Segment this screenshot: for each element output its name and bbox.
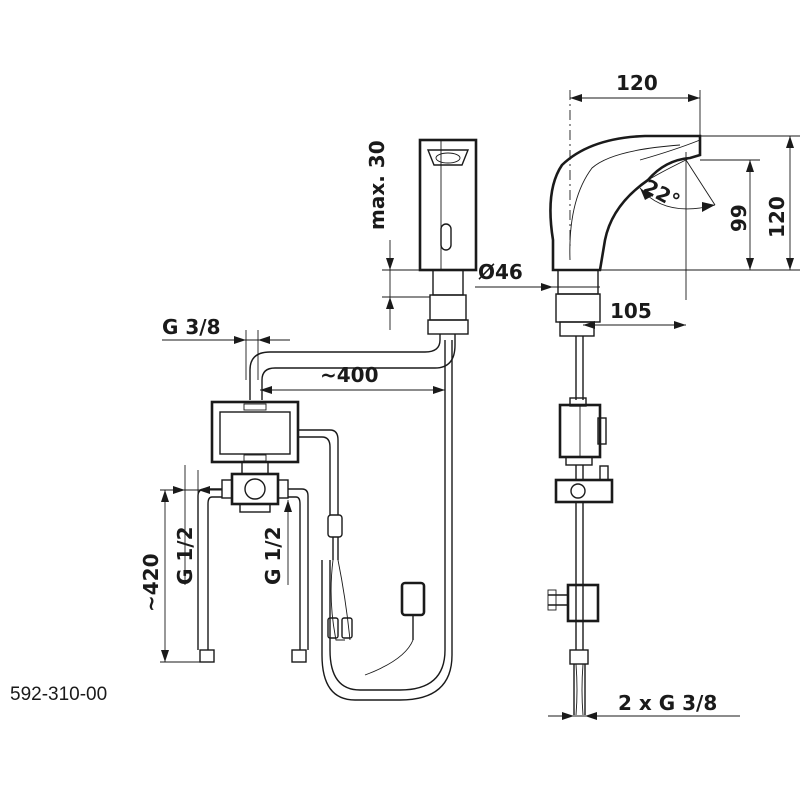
dim-max30: max. 30: [365, 140, 430, 330]
dim-105: 105: [583, 299, 686, 329]
front-control-box: [210, 400, 353, 641]
dim-g12-left: G 1/2: [173, 465, 210, 585]
label-99: 99: [727, 204, 751, 232]
dim-g12-right: G 1/2: [261, 500, 292, 585]
front-transformer: [364, 581, 426, 676]
label-g12-right: G 1/2: [261, 526, 285, 585]
label-max30: max. 30: [365, 140, 389, 230]
part-number: 592-310-00: [10, 684, 107, 705]
dim-120-top: 120: [569, 71, 701, 250]
dim-d46: Ø46: [475, 260, 600, 291]
dim-22deg: 22°: [639, 152, 716, 300]
label-g38-front: G 3/8: [162, 315, 221, 339]
dim-120-right: 120: [600, 135, 800, 271]
side-connectors: [569, 649, 589, 716]
side-control-box: [558, 397, 607, 480]
label-105: 105: [610, 299, 652, 323]
dim-400: ~400: [260, 363, 445, 394]
label-120-top: 120: [616, 71, 658, 95]
front-hose: [249, 334, 456, 701]
dim-2xg38: 2 x G 3/8: [548, 691, 740, 720]
dim-420: ~420: [139, 489, 222, 663]
front-valve-block: [197, 461, 309, 663]
label-g12-left: G 1/2: [173, 526, 197, 585]
label-120-right: 120: [765, 196, 789, 238]
side-transformer: [547, 583, 600, 623]
label-d46: Ø46: [478, 260, 523, 284]
label-2xg38: 2 x G 3/8: [618, 691, 717, 715]
label-400: ~400: [320, 363, 379, 387]
dim-99: 99: [700, 159, 760, 270]
dim-g38-front: G 3/8: [162, 315, 290, 380]
side-valve: [554, 465, 614, 650]
front-faucet-body: [418, 138, 478, 335]
side-faucet-body: [549, 134, 702, 400]
label-420: ~420: [139, 553, 163, 612]
